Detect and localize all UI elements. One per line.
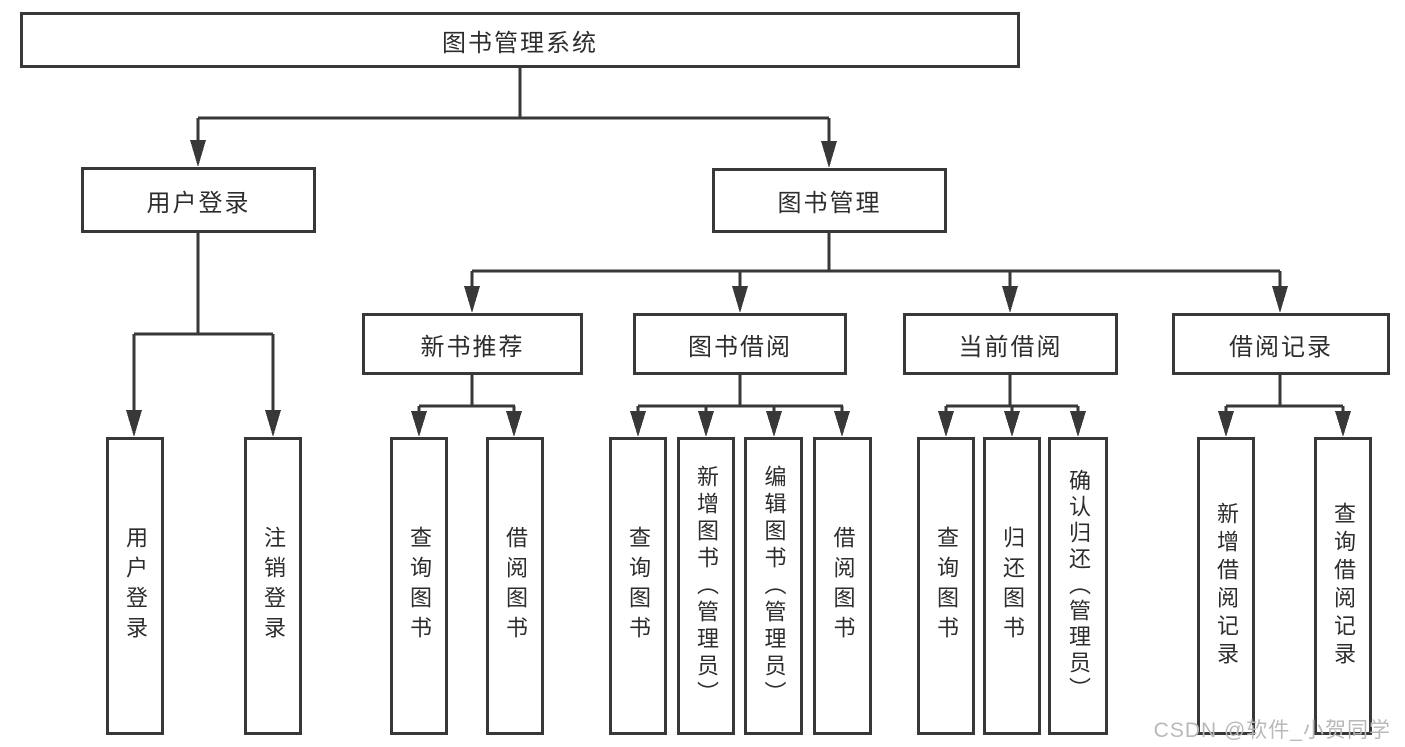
- leaf-query-book-2: 查询图书: [609, 437, 667, 735]
- arrow-down-icon: [464, 286, 480, 313]
- leaf-borrow-book-2: 借阅图书: [813, 437, 872, 735]
- csdn-watermark: CSDN @软件_小贺同学: [1153, 719, 1391, 742]
- arrow-down-icon: [821, 141, 837, 168]
- arrow-down-icon: [698, 411, 714, 437]
- leaf-add-borrow-record: 新增借阅记录: [1197, 437, 1255, 735]
- leaf-query-book-3: 查询图书: [917, 437, 975, 735]
- book-mgmt-to-level3-connector: [464, 231, 1288, 313]
- user-login-to-leaves-connector: [126, 231, 281, 437]
- arrow-down-icon: [265, 410, 281, 437]
- arrow-down-icon: [411, 411, 427, 437]
- current-borrow-to-leaves-connector: [938, 373, 1086, 437]
- node-new-book-recommend: 新书推荐: [362, 313, 583, 375]
- arrow-down-icon: [630, 411, 646, 437]
- leaf-query-borrow-record: 查询借阅记录: [1314, 437, 1372, 735]
- node-user-login: 用户登录: [81, 167, 316, 233]
- root-to-level2-connector: [190, 66, 837, 168]
- arrow-down-icon: [1218, 411, 1234, 437]
- leaf-borrow-book-1: 借阅图书: [486, 437, 544, 735]
- arrow-down-icon: [1272, 286, 1288, 313]
- arrow-down-icon: [1070, 411, 1086, 437]
- new-book-to-leaves-connector: [411, 373, 522, 437]
- arrow-down-icon: [506, 411, 522, 437]
- arrow-down-icon: [126, 410, 142, 437]
- leaf-edit-book-admin: 编辑图书（管理员）: [744, 437, 803, 735]
- book-borrow-to-leaves-connector: [630, 373, 850, 437]
- borrow-record-to-leaves-connector: [1218, 373, 1351, 437]
- node-root: 图书管理系统: [20, 12, 1020, 68]
- leaf-confirm-return-admin: 确认归还（管理员）: [1048, 437, 1108, 735]
- leaf-logout: 注销登录: [244, 437, 302, 735]
- node-current-borrow: 当前借阅: [903, 313, 1118, 375]
- leaf-query-book-1: 查询图书: [390, 437, 448, 735]
- node-book-borrow: 图书借阅: [633, 313, 847, 375]
- arrow-down-icon: [766, 411, 782, 437]
- arrow-down-icon: [732, 286, 748, 313]
- node-borrow-record: 借阅记录: [1172, 313, 1390, 375]
- arrow-down-icon: [834, 411, 850, 437]
- node-book-mgmt: 图书管理: [712, 168, 947, 233]
- arrow-down-icon: [190, 140, 206, 167]
- arrow-down-icon: [1004, 411, 1020, 437]
- leaf-user-login: 用户登录: [106, 437, 164, 735]
- arrow-down-icon: [938, 411, 954, 437]
- leaf-return-book: 归还图书: [983, 437, 1041, 735]
- arrow-down-icon: [1002, 286, 1018, 313]
- leaf-add-book-admin: 新增图书（管理员）: [677, 437, 735, 735]
- arrow-down-icon: [1335, 411, 1351, 437]
